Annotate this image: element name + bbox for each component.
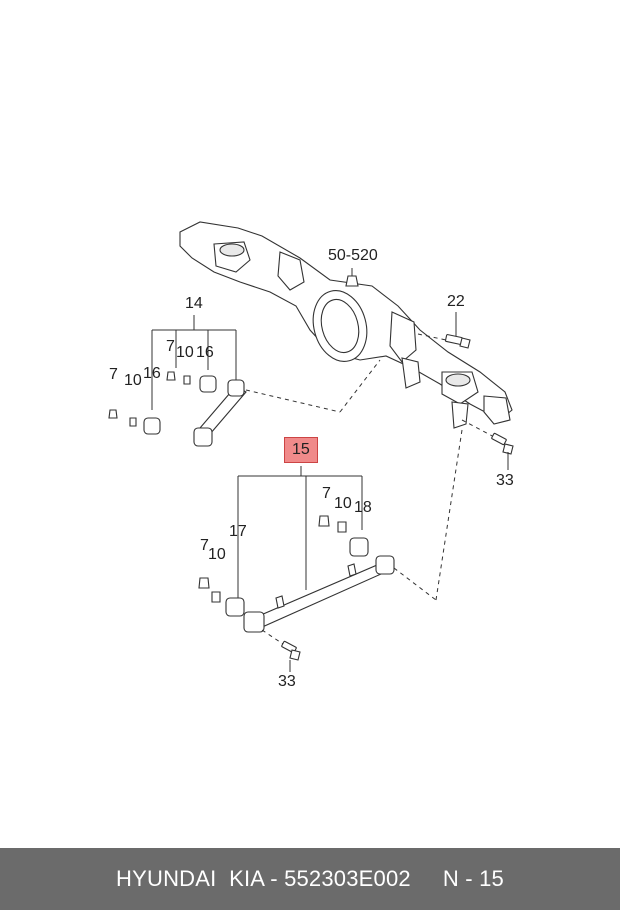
- callout-33-upper: 33: [496, 472, 514, 489]
- bump-stop-marker: [345, 268, 359, 287]
- callout-50-520: 50-520: [328, 247, 378, 264]
- callout-7-left: 7: [109, 366, 118, 383]
- callout-7-right: 7: [322, 485, 331, 502]
- callout-7-lower: 7: [200, 537, 209, 554]
- callout-10-upper: 10: [176, 344, 194, 361]
- diagram-reference-text: N - 15: [442, 866, 504, 891]
- callout-14: 14: [185, 295, 203, 312]
- bolt-22: [417, 312, 471, 349]
- callout-18: 18: [354, 499, 372, 516]
- callout-15-highlighted: 15: [284, 437, 318, 463]
- bolt-33-upper: [461, 419, 514, 470]
- callout-17: 17: [229, 523, 247, 540]
- callout-16-upper: 16: [196, 344, 214, 361]
- callout-10-left: 10: [124, 372, 142, 389]
- callout-10-right: 10: [334, 495, 352, 512]
- callout-22: 22: [447, 293, 465, 310]
- part-number-footer: HYUNDAI KIA - 552303E002 N - 15: [0, 848, 620, 910]
- callout-33-lower: 33: [278, 673, 296, 690]
- lower-arm-group-15: [198, 429, 463, 672]
- part-number-text: HYUNDAI KIA - 552303E002: [116, 866, 411, 891]
- parts-diagram: 50-520 14 22 7 10 16 7 10 16 33 15 7 10 …: [108, 221, 514, 690]
- callout-10-lower: 10: [208, 546, 226, 563]
- rear-axle-housing: [179, 221, 513, 429]
- diagram-drawing: [108, 221, 514, 672]
- callout-7-upper: 7: [166, 338, 175, 355]
- upper-arm-group-14: [108, 315, 381, 447]
- callout-16-left: 16: [143, 365, 161, 382]
